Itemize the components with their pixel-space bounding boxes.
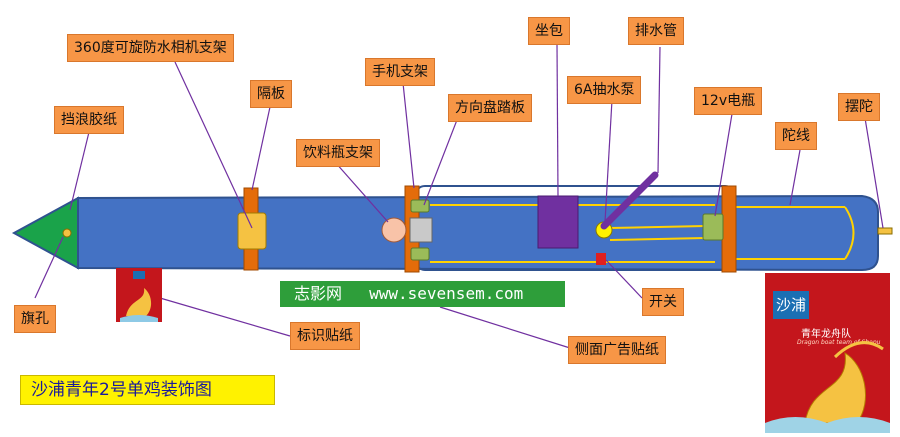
label-bottle-holder: 饮料瓶支架 [296,139,380,167]
label-rudder-line: 陀线 [775,122,817,150]
bottle-holder-circle [381,217,407,243]
rudder-stick [877,227,893,235]
label-pedal: 方向盘踏板 [448,94,532,122]
diagram-title: 沙浦青年2号单鸡装饰图 [20,375,275,405]
label-side-ad-sticker: 侧面广告贴纸 [568,336,666,364]
poster-head: 沙浦 [773,291,809,319]
switch-block [596,253,606,265]
label-partition: 隔板 [250,80,292,108]
label-phone-mount: 手机支架 [365,58,435,86]
label-pump: 6A抽水泵 [567,76,642,104]
poster-team-name-en: Dragon boat team of Shapu [797,339,881,346]
banner-site-name: 志影网 [294,284,343,303]
battery-block [702,213,724,241]
rope-lines [430,204,855,263]
drain-pipe [600,171,659,230]
dragon-boat-poster: 沙浦 青年龙舟队 Dragon boat team of Shapu [765,273,890,433]
label-rudder: 摆陀 [838,93,880,121]
leader-lines [34,43,884,349]
flag-hole-marker [62,228,72,238]
logo-sticker-image [116,268,162,322]
label-logo-sticker: 标识贴纸 [290,322,360,350]
label-camera-mount: 360度可旋防水相机支架 [67,34,234,62]
seat-block [537,195,579,249]
label-wave-paper: 挡浪胶纸 [54,106,124,134]
label-switch: 开关 [642,288,684,316]
rear-cockpit-bulkhead [721,185,737,273]
dragon-icon [120,271,158,322]
poster-team-name: 青年龙舟队 [801,329,851,340]
boat-hull [77,194,879,272]
banner-url: www.sevensem.com [369,284,524,303]
label-seat: 坐包 [528,17,570,45]
dragon-icon [765,341,890,433]
website-banner: 志影网 www.sevensem.com [280,281,565,307]
camera-mount-block [237,212,267,250]
label-drain-pipe: 排水管 [628,17,684,45]
pedal-block-top [410,199,430,213]
pedal-block-bottom [410,247,430,261]
label-battery: 12v电瓶 [694,87,763,115]
boat-nose [11,196,79,270]
label-flag-hole: 旗孔 [14,305,56,333]
phone-mount-block [409,217,433,243]
